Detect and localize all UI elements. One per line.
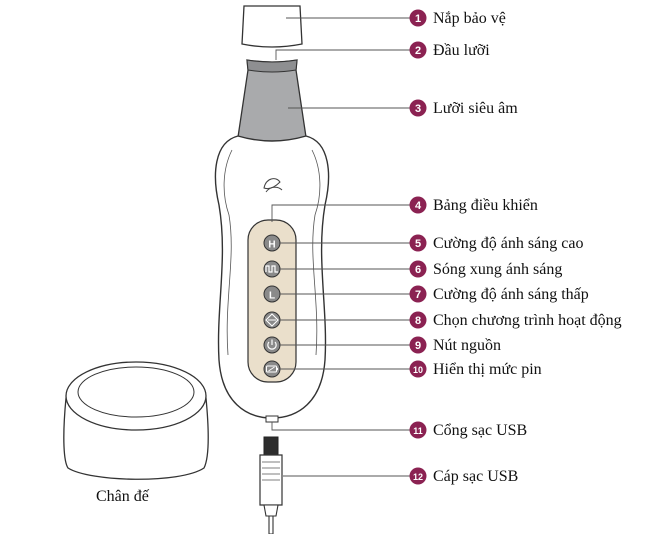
callout-6: 6 Sóng xung ánh sáng (409, 260, 562, 278)
callout-number: 12 (413, 472, 423, 482)
power-button[interactable] (263, 336, 281, 354)
callout-number: 9 (415, 340, 421, 352)
callout-3: 3 Lưỡi siêu âm (409, 99, 518, 117)
callout-number-badge (409, 99, 427, 117)
l-button-icon: L (269, 291, 275, 302)
callout-number: 11 (413, 426, 423, 436)
callout-number: 4 (415, 200, 422, 212)
callout-number-badge (409, 9, 427, 27)
callout-number-badge (409, 234, 427, 252)
callout-5: 5 Cường độ ánh sáng cao (409, 234, 583, 252)
callout-number: 8 (415, 315, 421, 327)
callout-7: 7 Cường độ ánh sáng thấp (409, 285, 589, 303)
callout-9: 9 Nút nguồn (409, 336, 501, 354)
callout-label-text: Cổng sạc USB (433, 422, 527, 439)
callout-number-badge (409, 336, 427, 354)
blade-tip (246, 59, 298, 73)
pulse-wave-icon (265, 265, 278, 273)
callout-number-badge (409, 260, 427, 278)
callout-label-text: Đầu lưỡi (433, 42, 490, 59)
callout-label-text: Cường độ ánh sáng thấp (433, 286, 589, 303)
callout-11: 11 Cổng sạc USB (409, 421, 527, 439)
callout-10: 10 Hiển thị mức pin (409, 360, 542, 378)
mode-select-button[interactable] (263, 311, 281, 329)
callout-label-text: Cáp sạc USB (433, 468, 518, 485)
low-intensity-button[interactable]: L (263, 285, 281, 303)
callout-number: 1 (415, 13, 421, 25)
pulse-button[interactable] (263, 260, 281, 278)
usb-cable (259, 436, 283, 534)
callout-number-badge (409, 41, 427, 59)
callout-label-text: Nút nguồn (433, 337, 501, 354)
callout-2: 2 Đầu lưỡi (409, 41, 490, 59)
callout-number-badge (409, 285, 427, 303)
callout-8: 8 Chọn chương trình hoạt động (409, 311, 622, 329)
high-intensity-button[interactable]: H (263, 234, 281, 252)
callout-label-text: Cường độ ánh sáng cao (433, 235, 583, 252)
callout-number-badge (409, 311, 427, 329)
usb-port (265, 415, 279, 423)
callout-4: 4 Bảng điều khiển (409, 196, 538, 214)
callout-number-badge (409, 467, 427, 485)
callout-label-text: Lưỡi siêu âm (433, 100, 518, 117)
leader-lines (271, 17, 410, 477)
callout-number-badge (409, 360, 427, 378)
callout-1: 1 Nắp bảo vệ (409, 9, 506, 27)
power-icon (267, 339, 277, 350)
callout-label-text: Sóng xung ánh sáng (433, 261, 562, 278)
callout-number: 7 (415, 289, 421, 301)
callout-number-badge (409, 196, 427, 214)
callout-label-text: Nắp bảo vệ (433, 10, 506, 27)
callout-label-text: Hiển thị mức pin (433, 361, 542, 378)
callout-number: 10 (413, 365, 423, 375)
protective-cap (241, 5, 303, 48)
charging-base (63, 361, 209, 480)
base-label: Chân đế (96, 488, 150, 505)
callout-number: 6 (415, 264, 421, 276)
callout-labels: 1 Nắp bảo vệ 2 Đầu lưỡi 3 Lưỡi siêu âm 4 Bảng đ… (409, 9, 622, 485)
callout-label-text: Chọn chương trình hoạt động (433, 312, 622, 329)
device-body-inner-line-right (311, 149, 321, 356)
mode-select-icon (265, 313, 279, 327)
callout-12: 12 Cáp sạc USB (409, 467, 518, 485)
h-button-icon: H (268, 240, 275, 251)
callout-number: 2 (415, 45, 421, 57)
leaf-logo-icon (263, 178, 283, 193)
callout-number: 3 (415, 103, 421, 115)
battery-icon (266, 365, 278, 373)
device-body-inner-line (223, 149, 233, 356)
battery-indicator (263, 360, 281, 378)
callout-number: 5 (415, 238, 421, 250)
callout-label-text: Bảng điều khiển (433, 197, 538, 214)
callout-number-badge (409, 421, 427, 439)
